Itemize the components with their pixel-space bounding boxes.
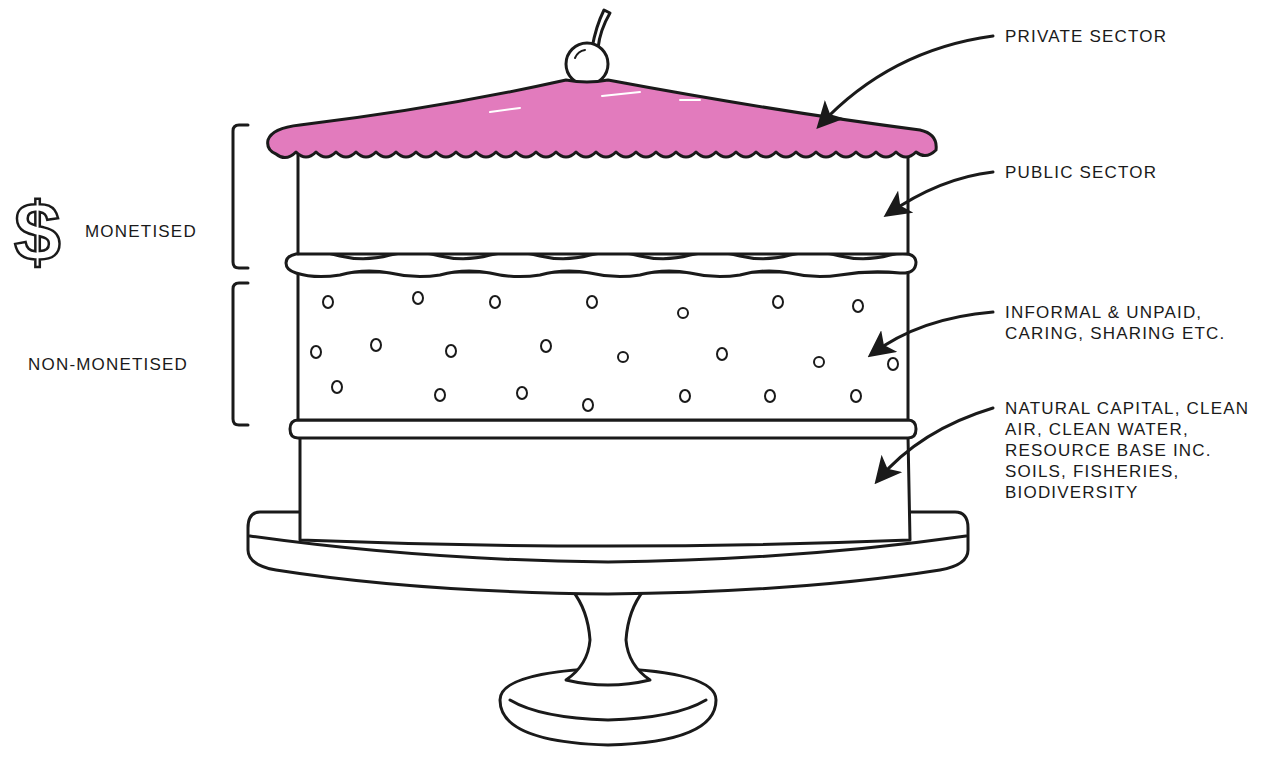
stand-stem bbox=[566, 590, 650, 685]
group-label: NON-MONETISED bbox=[28, 354, 188, 375]
bracket bbox=[233, 125, 248, 268]
callout-label: INFORMAL & UNPAID, CARING, SHARING ETC. bbox=[1005, 302, 1267, 344]
leader-arrow bbox=[878, 408, 993, 480]
stand-base-rim bbox=[510, 700, 706, 720]
cherry bbox=[566, 43, 608, 85]
cake-layer bbox=[298, 150, 908, 254]
group-label: MONETISED bbox=[85, 221, 197, 242]
bracket bbox=[233, 283, 248, 425]
cake-filling bbox=[286, 252, 916, 276]
cake-crumbs bbox=[311, 292, 898, 411]
leader-arrow bbox=[888, 172, 993, 214]
icing-shine bbox=[490, 92, 700, 112]
cherry-stem bbox=[592, 10, 610, 48]
callout-label: NATURAL CAPITAL, CLEAN AIR, CLEAN WATER,… bbox=[1005, 398, 1267, 503]
leader-arrow bbox=[820, 36, 993, 125]
leader-arrow bbox=[872, 312, 993, 354]
cake-layer bbox=[298, 272, 908, 420]
callout-label: PUBLIC SECTOR bbox=[1005, 162, 1157, 183]
cherry-shine bbox=[575, 50, 585, 58]
cake-filling bbox=[290, 420, 916, 438]
callout-label: PRIVATE SECTOR bbox=[1005, 26, 1167, 47]
currency-symbol: $ bbox=[14, 190, 61, 274]
icing bbox=[268, 80, 937, 158]
cake-layer bbox=[300, 436, 910, 546]
